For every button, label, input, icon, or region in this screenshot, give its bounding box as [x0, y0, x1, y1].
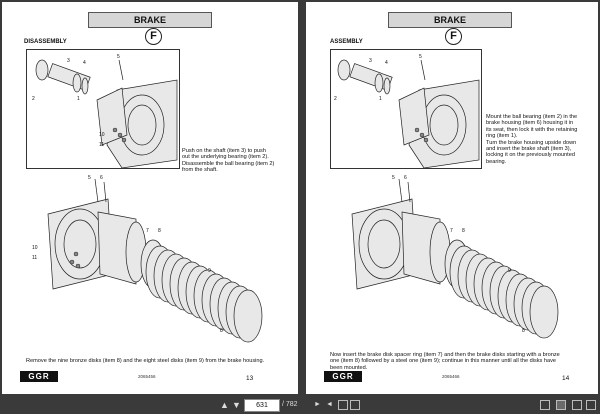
first-page-button[interactable]: ◄ — [326, 401, 333, 408]
page-header: BRAKE — [88, 12, 212, 28]
callout-11: 11 — [99, 142, 104, 148]
callout-8b: 8 — [522, 328, 525, 334]
step1-text: Push on the shaft (item 3) to push out t… — [182, 148, 275, 174]
two-page-icon[interactable] — [556, 400, 566, 410]
disk-stack-illustration: 5 6 10 11 7 8 9 8 — [32, 175, 263, 343]
document-code: 2065466 — [442, 374, 460, 379]
section-badge: F — [445, 28, 462, 45]
left-page: BRAKE F DISASSEMBLY 2 3 4 1 5 10 11 Push… — [2, 2, 298, 394]
page-number: 14 — [562, 375, 570, 382]
callout-4: 4 — [83, 60, 86, 66]
figure-assembly-shaft: 2 3 4 1 5 — [330, 49, 482, 169]
callout-4: 4 — [385, 60, 388, 66]
callout-2: 2 — [334, 96, 337, 102]
brand-logo: GGR — [324, 371, 362, 382]
right-page: BRAKE F ASSEMBLY 2 3 4 1 5 Mount the bal… — [306, 2, 598, 394]
step2-text: Remove the nine bronze disks (item 8) an… — [26, 358, 265, 364]
callout-6: 6 — [404, 175, 407, 181]
section-title: ASSEMBLY — [330, 39, 363, 45]
callout-3: 3 — [369, 58, 372, 64]
callout-5: 5 — [117, 54, 120, 60]
single-page-icon[interactable] — [540, 400, 550, 410]
callout-10b: 10 — [32, 245, 38, 251]
page-number-input[interactable]: 631 — [244, 399, 280, 412]
callout-5b: 5 — [88, 175, 91, 181]
callout-1: 1 — [77, 96, 80, 102]
grid-view-icon[interactable] — [572, 400, 582, 410]
callout-7: 7 — [450, 228, 453, 234]
fit-width-icon[interactable] — [350, 400, 360, 410]
step1-text: Mount the ball bearing (item 2) in the b… — [486, 114, 578, 165]
callout-1: 1 — [379, 96, 382, 102]
fullscreen-icon[interactable] — [586, 400, 596, 410]
last-page-button[interactable]: ► — [314, 401, 321, 408]
document-code: 2065456 — [138, 374, 156, 379]
total-pages-label: / 782 — [282, 401, 298, 408]
prev-page-button[interactable]: ▲ — [220, 400, 229, 410]
callout-5b: 5 — [392, 175, 395, 181]
callout-6: 6 — [100, 175, 103, 181]
callout-3: 3 — [67, 58, 70, 64]
brand-logo: GGR — [20, 371, 58, 382]
callout-9: 9 — [208, 268, 211, 274]
section-title: DISASSEMBLY — [24, 39, 67, 45]
disk-stack-illustration: 5 6 7 8 9 8 — [351, 175, 559, 339]
callout-9: 9 — [508, 268, 511, 274]
next-page-button[interactable]: ▼ — [232, 400, 241, 410]
figure-disassembly-disks: 5 6 10 11 7 8 9 8 — [28, 174, 266, 348]
figure-assembly-disks: 5 6 7 8 9 8 — [332, 174, 564, 348]
callout-11b: 11 — [32, 255, 37, 261]
page-number: 13 — [246, 375, 254, 382]
callout-5: 5 — [419, 54, 422, 60]
callout-10: 10 — [99, 132, 105, 138]
section-badge: F — [145, 28, 162, 45]
callout-8: 8 — [158, 228, 161, 234]
callout-2: 2 — [32, 96, 35, 102]
fit-page-icon[interactable] — [338, 400, 348, 410]
step2-text: Now insert the brake disk spacer ring (i… — [330, 352, 560, 371]
callout-8b: 8 — [220, 328, 223, 334]
shaft-illustration: 2 3 4 1 5 10 11 — [32, 54, 178, 169]
page-header: BRAKE — [388, 12, 512, 28]
figure-disassembly-shaft: 2 3 4 1 5 10 11 — [26, 49, 180, 169]
viewer-toolbar: ▲ ▼ 631 / 782 ► ◄ — [0, 396, 600, 414]
shaft-illustration: 2 3 4 1 5 — [334, 54, 480, 169]
callout-8: 8 — [462, 228, 465, 234]
callout-7: 7 — [146, 228, 149, 234]
